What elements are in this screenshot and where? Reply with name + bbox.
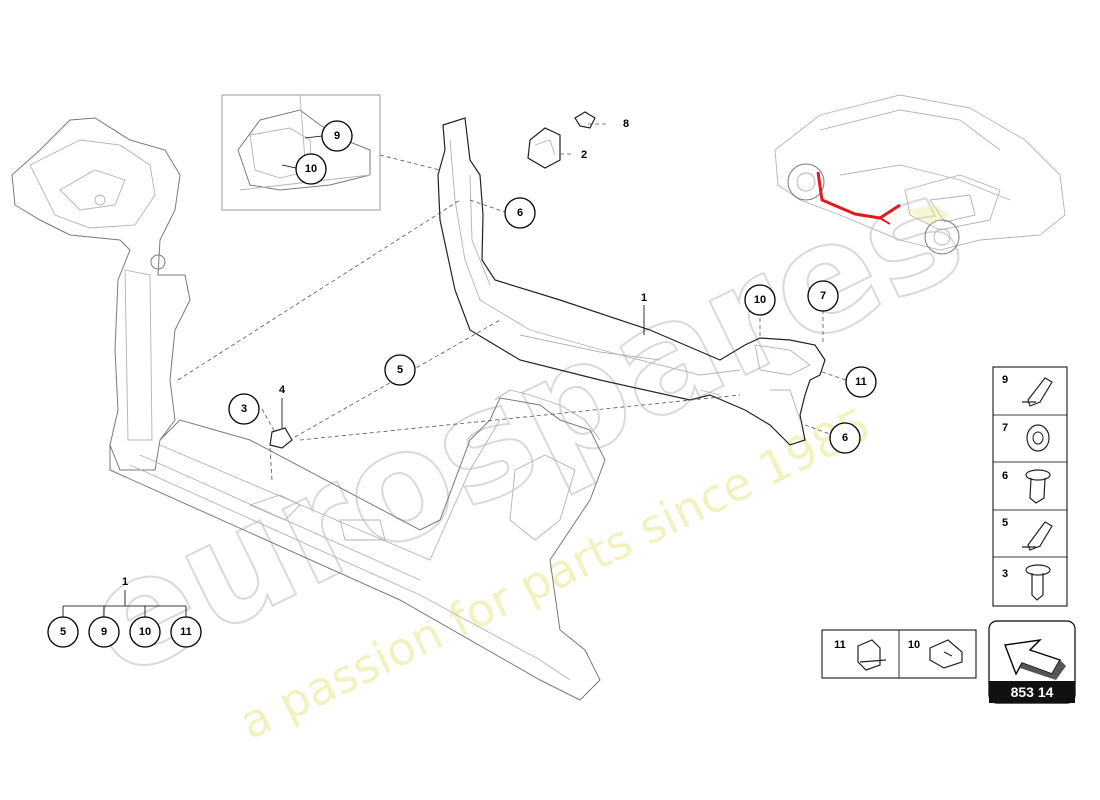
svg-text:8: 8 bbox=[623, 118, 629, 130]
svg-text:6: 6 bbox=[1002, 470, 1008, 482]
clip-icon bbox=[1022, 377, 1053, 407]
svg-text:10: 10 bbox=[139, 626, 151, 638]
group-callout-11[interactable]: 11 bbox=[170, 616, 202, 648]
legend-item-5[interactable]: 5 bbox=[1002, 517, 1053, 551]
svg-text:10: 10 bbox=[305, 163, 317, 175]
svg-text:9: 9 bbox=[101, 626, 107, 638]
clip-part-8 bbox=[574, 111, 596, 129]
callout-2[interactable]: 2 bbox=[581, 149, 587, 161]
group-callout-10[interactable]: 10 bbox=[129, 616, 161, 648]
screw-icon bbox=[1025, 469, 1051, 504]
callout-10-right[interactable]: 10 bbox=[744, 284, 776, 316]
svg-text:1: 1 bbox=[641, 292, 647, 304]
callout-6-top[interactable]: 6 bbox=[504, 197, 536, 229]
callout-8[interactable]: 8 bbox=[623, 118, 629, 130]
callout-10-inset[interactable]: 10 bbox=[295, 153, 327, 185]
callout-9-inset[interactable]: 9 bbox=[321, 120, 353, 152]
svg-text:1: 1 bbox=[122, 576, 128, 588]
grommet-icon bbox=[1026, 424, 1050, 452]
legend-item-3[interactable]: 3 bbox=[1002, 564, 1051, 601]
svg-text:9: 9 bbox=[334, 130, 340, 142]
svg-text:5: 5 bbox=[397, 364, 403, 376]
legend-item-11[interactable]: 11 bbox=[834, 639, 887, 671]
svg-text:6: 6 bbox=[517, 207, 523, 219]
group-callout-9[interactable]: 9 bbox=[88, 616, 120, 648]
sill-panel bbox=[437, 117, 826, 446]
bracket-part-2 bbox=[527, 127, 561, 169]
clip-icon bbox=[1022, 521, 1053, 551]
callout-1-main[interactable]: 1 bbox=[641, 292, 647, 304]
assembly-lines bbox=[177, 123, 847, 481]
legend-item-9[interactable]: 9 bbox=[1002, 374, 1053, 407]
group-callout-1[interactable]: 1 bbox=[122, 576, 128, 588]
callout-6-bottom[interactable]: 6 bbox=[829, 422, 861, 454]
bolt-icon bbox=[1025, 564, 1051, 601]
group-callout-5[interactable]: 5 bbox=[47, 616, 79, 648]
callout-4[interactable]: 4 bbox=[279, 384, 286, 396]
car-overview-thumbnail bbox=[774, 94, 1066, 255]
legend-item-6[interactable]: 6 bbox=[1002, 469, 1051, 504]
svg-text:6: 6 bbox=[842, 432, 848, 444]
svg-text:2: 2 bbox=[581, 149, 587, 161]
svg-text:3: 3 bbox=[241, 403, 247, 415]
sleeve-clip-icon bbox=[929, 639, 963, 669]
svg-text:7: 7 bbox=[1002, 422, 1008, 434]
highlighted-sill bbox=[816, 171, 901, 220]
fastener-legend: 9 7 6 5 3 bbox=[992, 366, 1068, 607]
svg-text:9: 9 bbox=[1002, 374, 1008, 386]
body-structure bbox=[11, 117, 606, 701]
svg-text:11: 11 bbox=[855, 376, 867, 388]
svg-text:10: 10 bbox=[754, 294, 766, 306]
legend-item-10[interactable]: 10 bbox=[908, 639, 963, 669]
svg-text:10: 10 bbox=[908, 639, 920, 651]
svg-text:11: 11 bbox=[180, 626, 192, 638]
callout-11-right[interactable]: 11 bbox=[845, 366, 877, 398]
clip-legend: 11 10 bbox=[821, 629, 977, 679]
svg-text:4: 4 bbox=[279, 384, 286, 396]
inset-detail bbox=[221, 94, 381, 211]
legend-item-7[interactable]: 7 bbox=[1002, 422, 1050, 452]
svg-text:5: 5 bbox=[1002, 517, 1008, 529]
retainer-clip-icon bbox=[857, 639, 887, 671]
bracket-part-4 bbox=[269, 427, 293, 449]
page-reference: 853 14 bbox=[1011, 684, 1054, 700]
callout-7[interactable]: 7 bbox=[807, 280, 839, 312]
page-navigation[interactable]: 853 14 bbox=[988, 620, 1076, 704]
svg-text:3: 3 bbox=[1002, 568, 1008, 580]
callout-3[interactable]: 3 bbox=[228, 393, 260, 425]
svg-text:7: 7 bbox=[820, 290, 826, 302]
svg-text:5: 5 bbox=[60, 626, 66, 638]
callout-5-mid[interactable]: 5 bbox=[384, 354, 416, 386]
svg-text:11: 11 bbox=[834, 639, 846, 651]
